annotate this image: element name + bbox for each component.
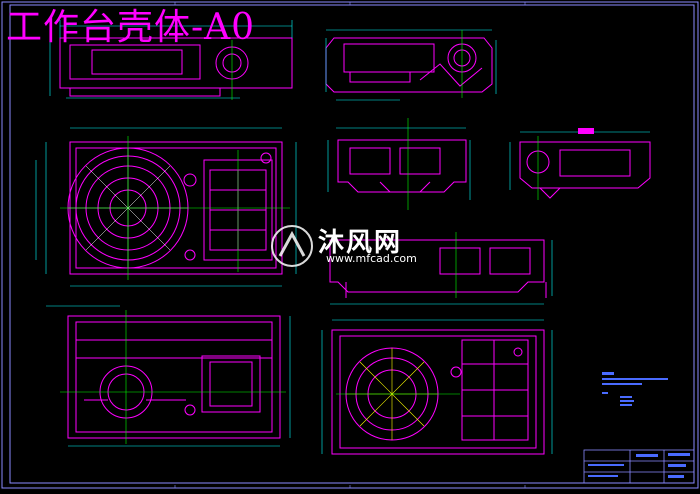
view-top-left bbox=[59, 37, 293, 97]
view-bottom-center-dims bbox=[321, 319, 553, 454]
watermark-name: 沐风网 bbox=[318, 228, 403, 258]
view-bottom-left bbox=[67, 315, 281, 439]
title-block bbox=[583, 449, 695, 484]
view-section-right-dims bbox=[509, 131, 650, 190]
label-box-right bbox=[578, 128, 594, 134]
view-bottom-center bbox=[331, 329, 545, 455]
view-section-long-dims bbox=[330, 240, 553, 305]
view-top-center-dims bbox=[325, 29, 497, 101]
watermark-logo bbox=[271, 225, 313, 267]
view-section-center-dims bbox=[327, 127, 471, 200]
view-bottom-left-centerlines bbox=[60, 310, 286, 444]
view-plan-dims bbox=[35, 127, 297, 287]
watermark: 沐风网 www.mfcad.com bbox=[270, 222, 440, 272]
drawing-title: 工作台壳体-A0 bbox=[6, 7, 256, 48]
tech-notes-block bbox=[602, 372, 668, 406]
view-top-left-dims bbox=[49, 20, 293, 99]
view-section-center bbox=[337, 139, 467, 193]
frame-ticks bbox=[174, 2, 526, 488]
title-block-marks bbox=[588, 453, 690, 478]
view-bottom-left-dims bbox=[46, 305, 291, 447]
view-top-center bbox=[325, 37, 493, 93]
watermark-url: www.mfcad.com bbox=[326, 252, 417, 265]
view-section-right bbox=[519, 141, 651, 199]
view-plan-centerlines bbox=[60, 136, 290, 280]
inner-frame bbox=[9, 4, 695, 484]
view-section-long bbox=[329, 239, 547, 298]
